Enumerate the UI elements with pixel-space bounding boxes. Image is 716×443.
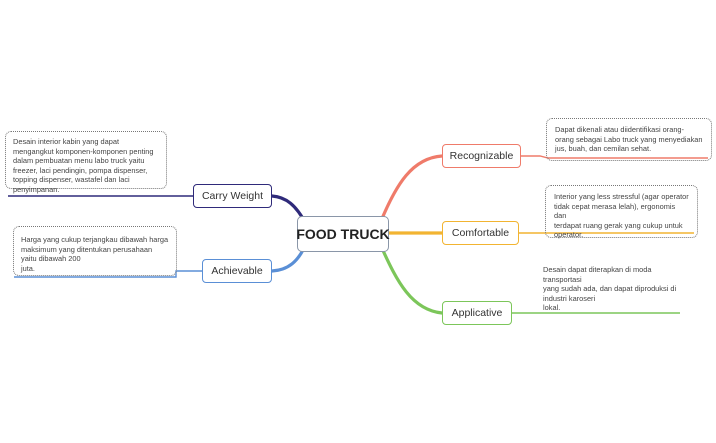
central-topic[interactable]: FOOD TRUCK [296, 216, 390, 252]
note-recognizable: Dapat dikenali atau diidentifikasi orang… [546, 118, 712, 161]
topic-comfortable[interactable]: Comfortable [442, 221, 519, 245]
note-line-recognizable [520, 155, 708, 159]
connector-applicative [379, 244, 444, 315]
topic-recognizable[interactable]: Recognizable [442, 144, 521, 168]
topic-achievable[interactable]: Achievable [202, 259, 272, 283]
topic-applicative[interactable]: Applicative [442, 301, 512, 325]
topic-carry-weight[interactable]: Carry Weight [193, 184, 272, 208]
note-achievable: Harga yang cukup terjangkau dibawah harg… [13, 226, 177, 276]
connector-recognizable [379, 154, 444, 223]
note-comfortable: Interior yang less stressful (agar opera… [545, 185, 698, 239]
note-carry-weight: Desain interior kabin yang dapat mengang… [5, 131, 167, 194]
note-applicative: Desain dapat diterapkan di moda transpor… [543, 265, 677, 313]
note-line-achievable [14, 270, 203, 278]
